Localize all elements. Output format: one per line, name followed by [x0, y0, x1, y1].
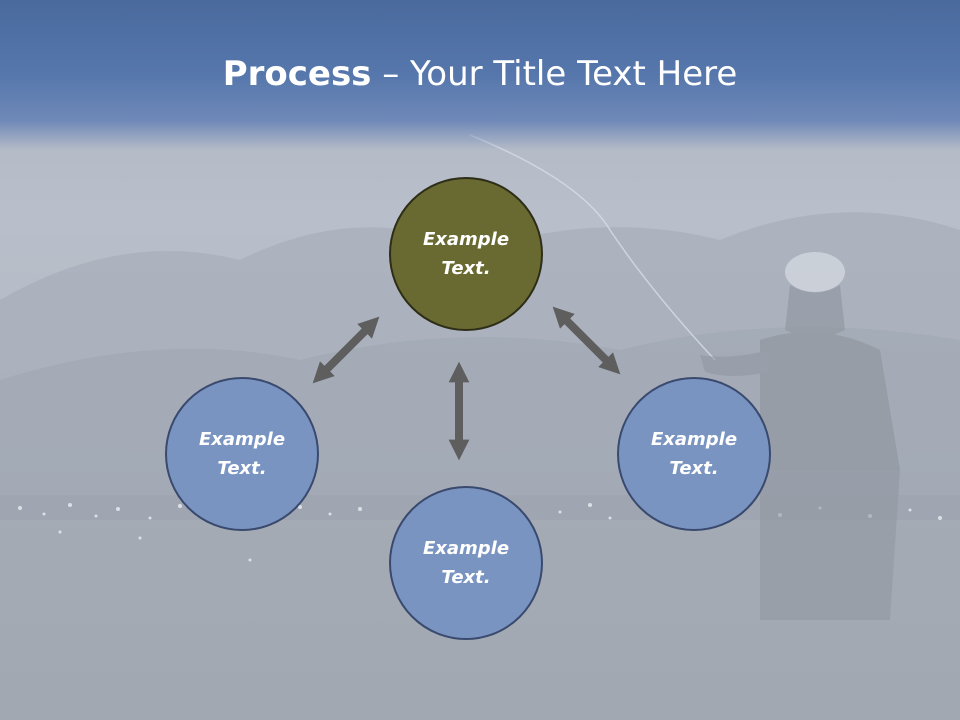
process-node-left: Example Text. — [165, 377, 319, 531]
header-band — [0, 0, 960, 150]
node-top-label: Example Text. — [422, 229, 510, 279]
slide-title: Process – Your Title Text Here — [0, 52, 960, 96]
process-node-top: Example Text. — [389, 177, 543, 331]
node-bottom-label: Example Text. — [422, 538, 510, 588]
title-rest-part: – Your Title Text Here — [371, 54, 738, 94]
title-bold-part: Process — [222, 54, 372, 94]
process-node-bottom: Example Text. — [389, 486, 543, 640]
arrow-top-left — [312, 316, 380, 384]
process-node-right: Example Text. — [617, 377, 771, 531]
arrow-top-right — [552, 306, 621, 375]
node-right-label: Example Text. — [650, 429, 738, 479]
node-left-label: Example Text. — [198, 429, 286, 479]
